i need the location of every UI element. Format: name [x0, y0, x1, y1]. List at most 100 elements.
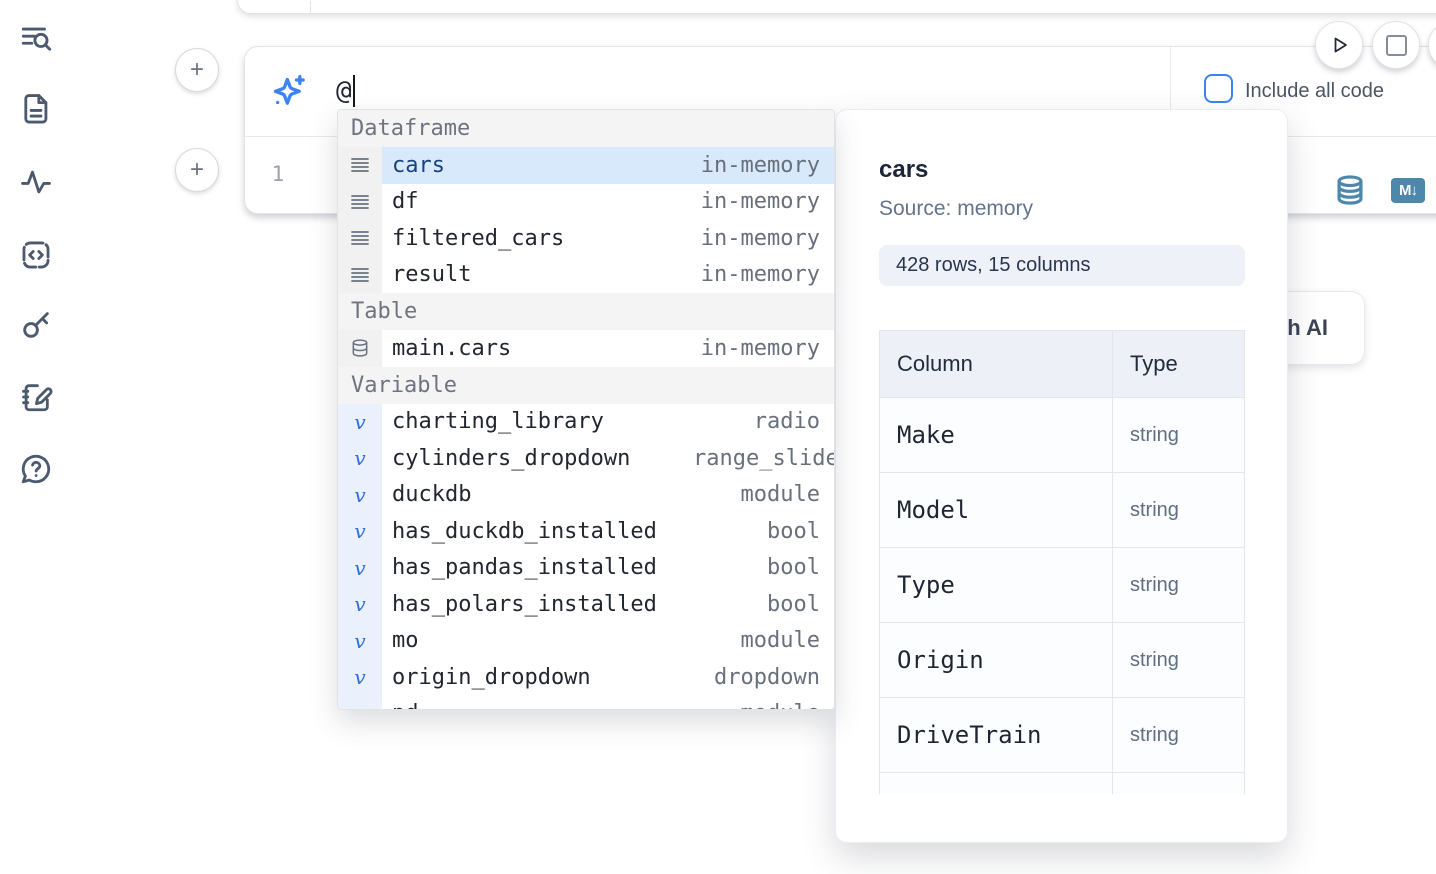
- dataframe-icon: [338, 256, 382, 293]
- autocomplete-item-type: dropdown: [714, 664, 820, 690]
- column-type: string: [1112, 623, 1244, 697]
- autocomplete-item-name: origin_dropdown: [392, 664, 591, 690]
- sidebar-activity-icon[interactable]: [18, 164, 54, 200]
- column-type: string: [1112, 548, 1244, 622]
- autocomplete-item-name: cars: [392, 152, 445, 178]
- autocomplete-item-name: has_pandas_installed: [392, 555, 657, 581]
- column-name: Type: [897, 571, 955, 599]
- autocomplete-item-type: in-memory: [700, 189, 820, 215]
- autocomplete-item-name: charting_library: [392, 409, 604, 435]
- dataframe-icon: [338, 183, 382, 220]
- autocomplete-item-name: main.cars: [392, 335, 512, 361]
- autocomplete-item-type: in-memory: [700, 335, 820, 361]
- autocomplete-section-header: Variable: [338, 366, 834, 404]
- autocomplete-item-name: has_polars_installed: [392, 591, 657, 617]
- autocomplete-item-main.cars[interactable]: main.cars in-memory: [338, 330, 834, 367]
- autocomplete-section-header: Dataframe: [338, 110, 834, 147]
- variable-icon: v: [338, 695, 382, 709]
- autocomplete-item-has_polars_installed[interactable]: v has_polars_installed bool: [338, 586, 834, 623]
- variable-icon: v: [338, 513, 382, 550]
- sparkles-icon: [269, 72, 309, 112]
- autocomplete-section-header: Table: [338, 293, 834, 330]
- autocomplete-item-type: in-memory: [700, 225, 820, 251]
- play-icon: [1334, 37, 1347, 53]
- column-name: DriveTrain: [897, 721, 1042, 749]
- sidebar-list-search-icon[interactable]: [18, 21, 54, 57]
- text-cursor: [352, 75, 355, 107]
- stop-icon: [1385, 34, 1407, 56]
- autocomplete-item-charting_library[interactable]: v charting_library radio: [338, 403, 834, 440]
- autocomplete-item-filtered_cars[interactable]: filtered_cars in-memory: [338, 220, 834, 257]
- table-database-icon: [338, 330, 382, 367]
- ai-prompt-value: @: [336, 76, 352, 106]
- autocomplete-item-name: pd: [392, 701, 419, 709]
- autocomplete-item-type: module: [740, 628, 820, 654]
- autocomplete-item-pd[interactable]: v pd module: [338, 695, 834, 709]
- line-number: 1: [271, 162, 285, 186]
- column-type: string: [1112, 398, 1244, 472]
- autocomplete-item-cars[interactable]: cars in-memory: [338, 147, 834, 184]
- run-cell-button[interactable]: [1315, 21, 1363, 69]
- preview-source: Source: memory: [879, 197, 1034, 220]
- preview-title: cars: [879, 156, 929, 183]
- database-icon[interactable]: [1333, 174, 1367, 206]
- schema-row-Type: Type string: [880, 547, 1244, 622]
- ai-row-divider: [1170, 47, 1171, 136]
- variable-icon: v: [338, 403, 382, 440]
- autocomplete-item-df[interactable]: df in-memory: [338, 183, 834, 220]
- code-editor-row[interactable]: 1 M↓: [245, 136, 1436, 212]
- column-header: Column: [897, 351, 973, 376]
- sidebar-help-chat-icon[interactable]: [18, 451, 54, 487]
- sidebar-key-icon[interactable]: [18, 307, 54, 343]
- dataframe-preview-panel: cars Source: memory 428 rows, 15 columns…: [835, 109, 1288, 843]
- sidebar-notebook-pen-icon[interactable]: [18, 379, 54, 415]
- ai-prompt-input[interactable]: @: [336, 69, 355, 113]
- add-cell-above-button[interactable]: +: [175, 48, 219, 92]
- autocomplete-item-name: filtered_cars: [392, 225, 565, 251]
- variable-icon: v: [338, 549, 382, 586]
- variable-icon: v: [338, 586, 382, 623]
- column-name: [880, 773, 1112, 794]
- autocomplete-item-name: df: [392, 189, 419, 215]
- autocomplete-item-type: module: [741, 701, 834, 709]
- column-name: Origin: [897, 646, 984, 674]
- autocomplete-item-name: mo: [392, 628, 419, 654]
- interrupt-button[interactable]: [1372, 21, 1420, 69]
- sidebar-file-text-icon[interactable]: [18, 91, 54, 127]
- autocomplete-item-type: bool: [767, 591, 820, 617]
- add-cell-below-button[interactable]: +: [175, 148, 219, 192]
- include-all-code-label[interactable]: Include all code: [1245, 80, 1384, 102]
- autocomplete-item-type: radio: [753, 409, 820, 435]
- autocomplete-item-name: has_duckdb_installed: [392, 518, 657, 544]
- type-header: Type: [1112, 331, 1244, 397]
- autocomplete-item-type: in-memory: [700, 152, 820, 178]
- previous-cell: [237, 0, 1436, 14]
- sidebar-code-snippets-icon[interactable]: [18, 237, 54, 273]
- markdown-convert-icon[interactable]: M↓: [1391, 178, 1425, 203]
- dataframe-icon: [338, 220, 382, 257]
- variable-icon: v: [338, 440, 382, 477]
- column-type: string: [1112, 698, 1244, 772]
- schema-row-DriveTrain: DriveTrain string: [880, 697, 1244, 772]
- autocomplete-item-type: range_slider: [693, 445, 834, 471]
- include-all-code-checkbox[interactable]: [1204, 74, 1233, 103]
- column-name: Model: [897, 496, 970, 524]
- autocomplete-item-has_pandas_installed[interactable]: v has_pandas_installed bool: [338, 549, 834, 586]
- previous-cell-divider: [310, 1, 311, 13]
- autocomplete-item-origin_dropdown[interactable]: v origin_dropdown dropdown: [338, 659, 834, 696]
- schema-header-row: Column Type: [880, 331, 1244, 397]
- variable-icon: v: [338, 659, 382, 696]
- autocomplete-item-type: bool: [767, 555, 820, 581]
- shape-badge: 428 rows, 15 columns: [879, 245, 1245, 286]
- variable-icon: v: [338, 476, 382, 513]
